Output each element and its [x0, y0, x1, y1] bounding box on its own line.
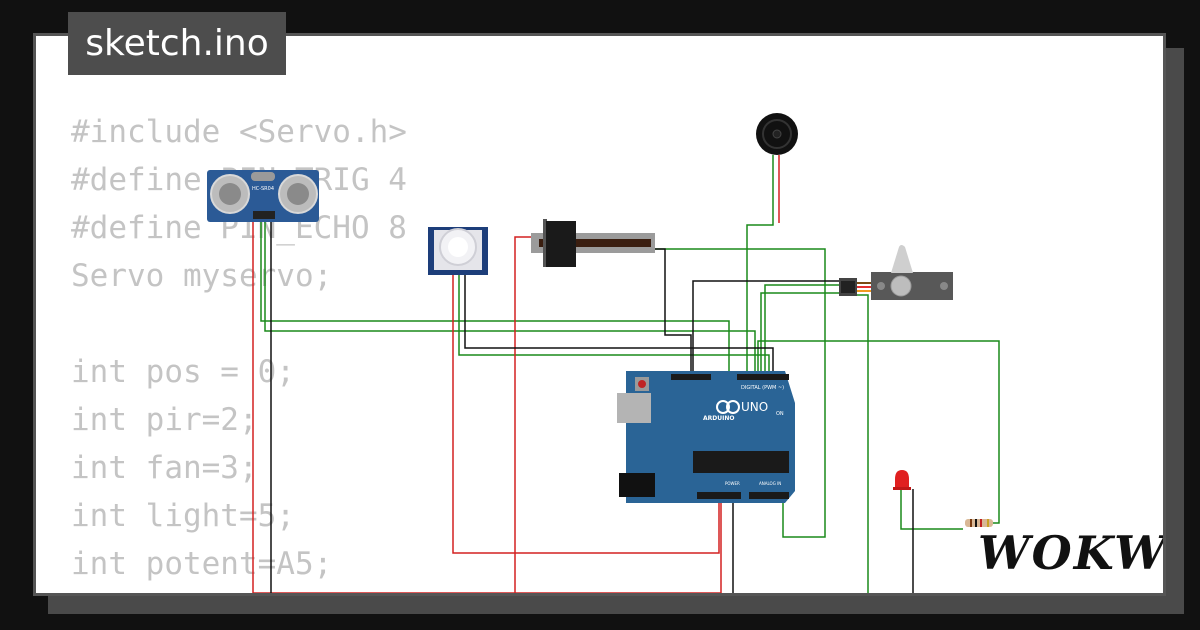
code-line: #define PIN_ECHO 8	[71, 210, 407, 246]
pir-sensor[interactable]	[428, 227, 488, 275]
digital-header-label: DIGITAL (PWM ~)	[741, 385, 784, 391]
board-brand-label: ARDUINO	[703, 415, 734, 422]
filename-tab[interactable]: sketch.ino	[68, 12, 286, 75]
arduino-uno-board[interactable]: DIGITAL (PWM ~) ARDUINO UNO ON POWER ANA…	[617, 371, 795, 503]
red-led[interactable]	[893, 470, 911, 490]
power-header-label: POWER	[725, 481, 740, 486]
code-line: int pos = 0;	[71, 354, 295, 390]
board-on-label: ON	[776, 411, 784, 417]
black-wires	[270, 217, 914, 593]
code-line: int potent=A5;	[71, 546, 333, 582]
ultrasonic-sensor[interactable]: HC-SR04	[207, 170, 319, 222]
buzzer[interactable]	[756, 113, 798, 155]
project-card: #include <Servo.h>#define PIN_TRIG 4#def…	[33, 33, 1166, 596]
code-line: int light=5;	[71, 498, 295, 534]
board-model-label: UNO	[741, 400, 768, 414]
wokwi-logo: WOKWi	[978, 526, 1166, 580]
servo-motor[interactable]	[839, 245, 953, 300]
resistor[interactable]	[965, 519, 993, 527]
code-line: Servo myservo;	[71, 258, 333, 294]
slide-potentiometer[interactable]	[531, 219, 655, 267]
code-line: int pir=2;	[71, 402, 258, 438]
code-line: #include <Servo.h>	[71, 114, 407, 150]
circuit-diagram: HC-SR04	[207, 113, 1000, 593]
analog-header-label: ANALOG IN	[759, 481, 781, 486]
red-wires	[252, 155, 780, 593]
code-line: int fan=3;	[71, 450, 258, 486]
sensor-model-label: HC-SR04	[252, 186, 274, 192]
